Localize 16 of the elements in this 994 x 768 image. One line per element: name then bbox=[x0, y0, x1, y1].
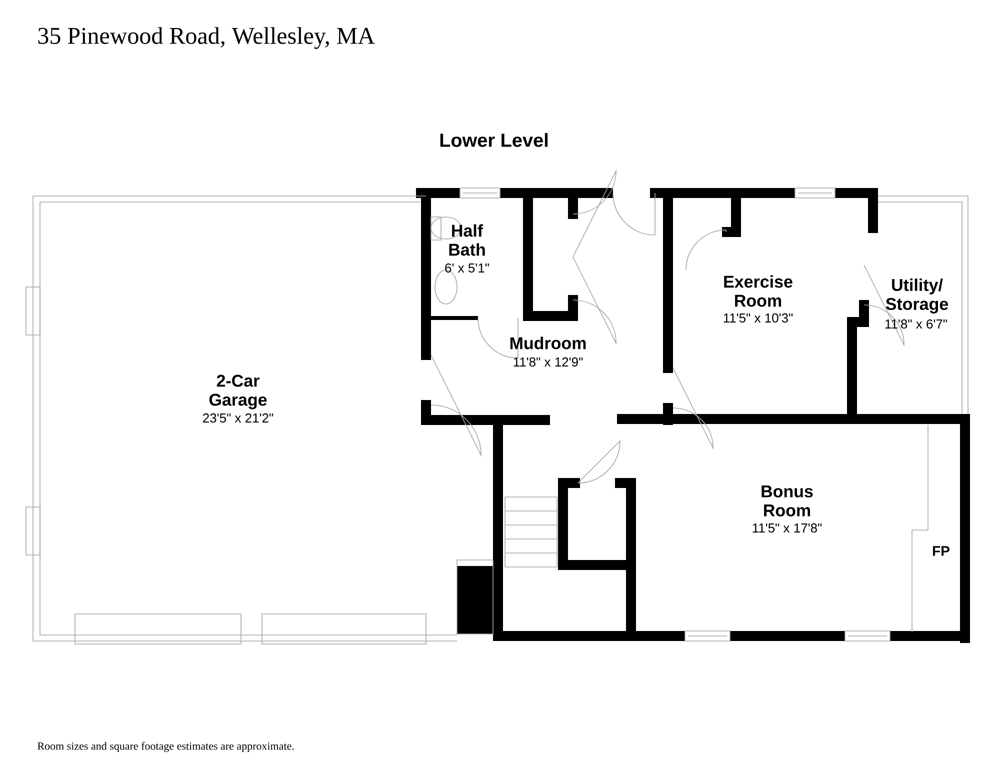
page-title: 35 Pinewood Road, Wellesley, MA bbox=[38, 27, 375, 49]
room-name: Bonus Room bbox=[762, 486, 813, 516]
room-name: Exercise Room bbox=[724, 275, 792, 307]
footnote: Room sizes and square footage estimates are approximate. bbox=[38, 742, 294, 752]
room-name: 2-Car Garage bbox=[209, 374, 267, 410]
room-size: 11'5" x 17'8" bbox=[752, 523, 822, 533]
room-name: Utility/ Storage bbox=[886, 278, 948, 314]
room-name: Mudroom bbox=[510, 336, 586, 350]
room-size: 23'5" x 21'2" bbox=[203, 413, 274, 423]
room-size: 11'8" x 6'7" bbox=[885, 319, 947, 329]
room-size: 11'8" x 12'9" bbox=[514, 357, 583, 367]
fireplace-label: FP bbox=[933, 546, 950, 556]
room-size: 11'5" x 10'3" bbox=[724, 313, 793, 323]
room-name: Half Bath bbox=[449, 224, 485, 256]
room-size: 6' x 5'1" bbox=[445, 263, 489, 273]
section-heading: Lower Level bbox=[440, 133, 548, 147]
